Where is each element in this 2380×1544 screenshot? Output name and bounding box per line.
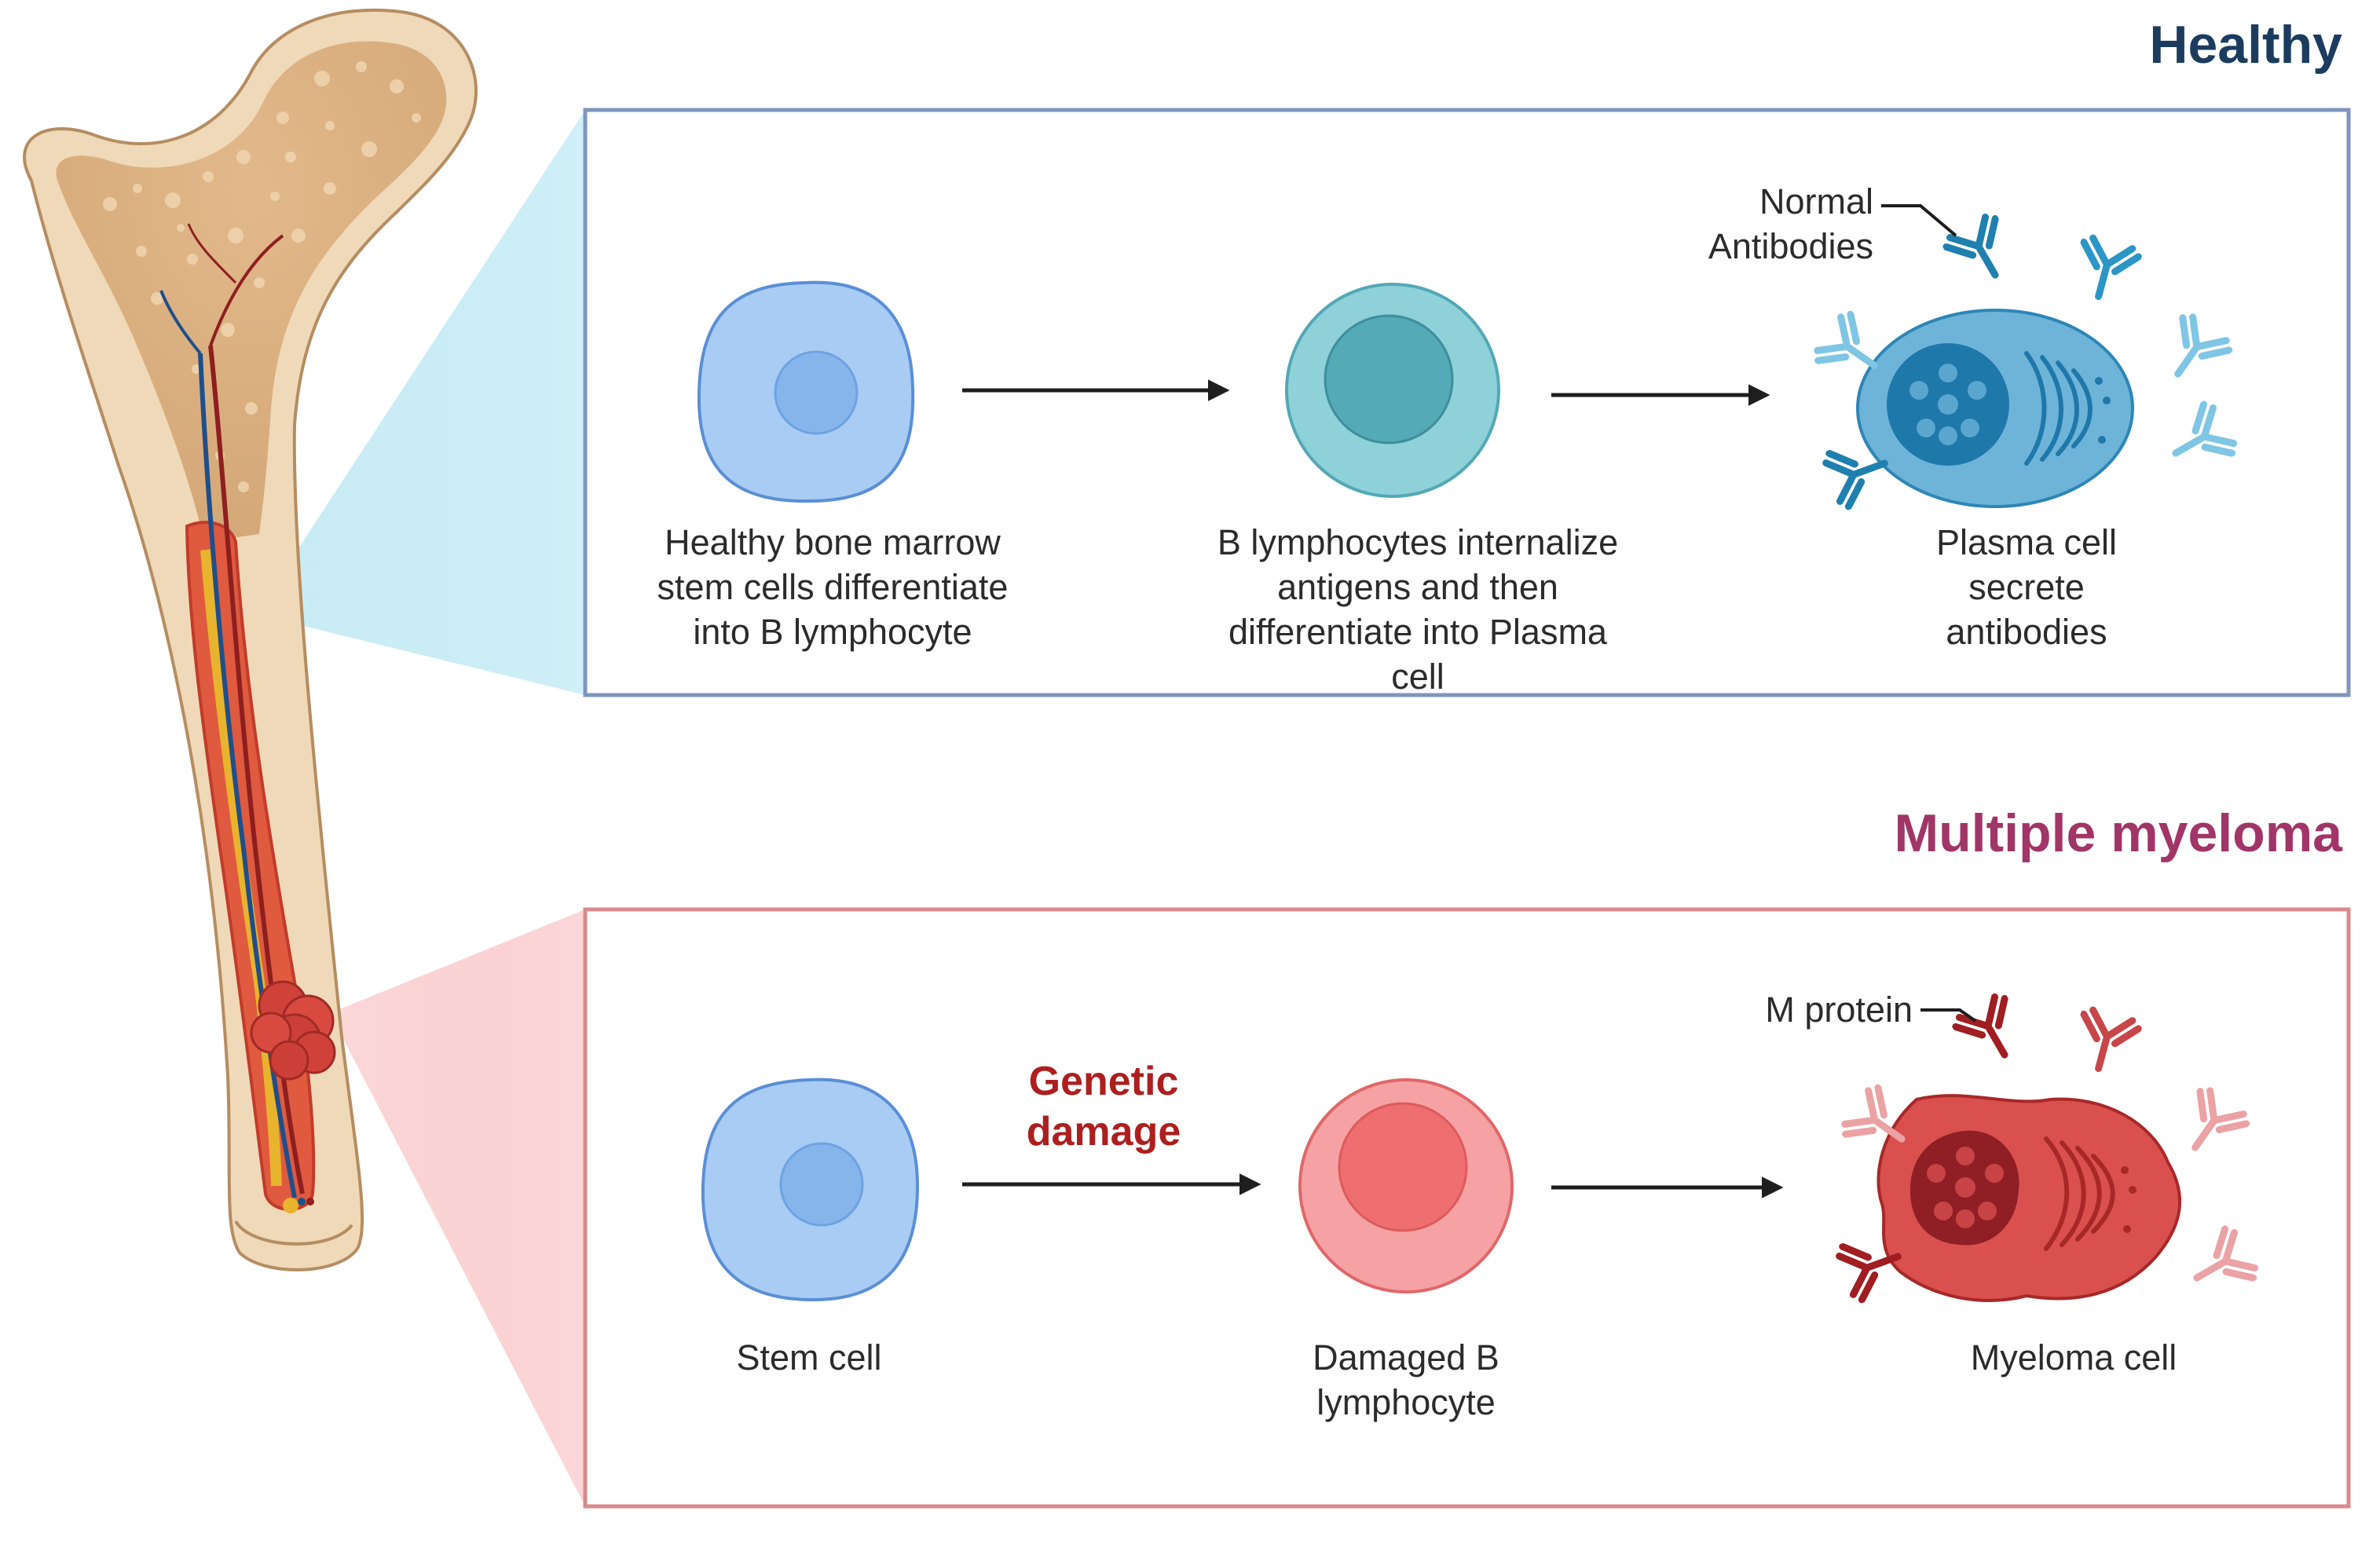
caption-healthy-stem-cell: Healthy bone marrow stem cells different…: [657, 522, 1009, 652]
myeloma-cell-icon: [1877, 1094, 2181, 1302]
caption-healthy-plasma-cell: Plasma cell secrete antibodies: [1935, 522, 2118, 652]
callout-normal-antibodies: Normal Antibodies: [1708, 181, 1873, 266]
healthy-heading: Healthy: [2149, 15, 2342, 75]
zoom-wedge-myeloma: [330, 909, 585, 1506]
b-lymphocyte-icon: [1285, 283, 1500, 498]
callout-leader-myeloma: [1920, 1008, 1977, 1023]
genetic-damage-label: Genetic damage: [1026, 1059, 1181, 1154]
caption-damaged-b-lymphocyte: Damaged B lymphocyte: [1313, 1337, 1499, 1422]
callout-leader-healthy: [1881, 204, 1957, 237]
myeloma-heading: Multiple myeloma: [1894, 803, 2342, 863]
caption-myeloma-stem-cell: Stem cell: [736, 1337, 882, 1378]
bone-tumor-icon: [250, 980, 336, 1081]
zoom-wedge-healthy: [255, 110, 585, 695]
stem-cell-icon: [697, 280, 915, 503]
plasma-cell-icon: [1856, 309, 2134, 508]
caption-healthy-b-lymphocyte: B lymphocytes internalize antigens and t…: [1217, 522, 1619, 697]
callout-m-protein: M protein: [1765, 990, 1913, 1030]
stem-cell-icon: [701, 1078, 920, 1302]
damaged-b-lymphocyte-icon: [1298, 1078, 1514, 1293]
caption-myeloma-cell: Myeloma cell: [1970, 1337, 2177, 1378]
